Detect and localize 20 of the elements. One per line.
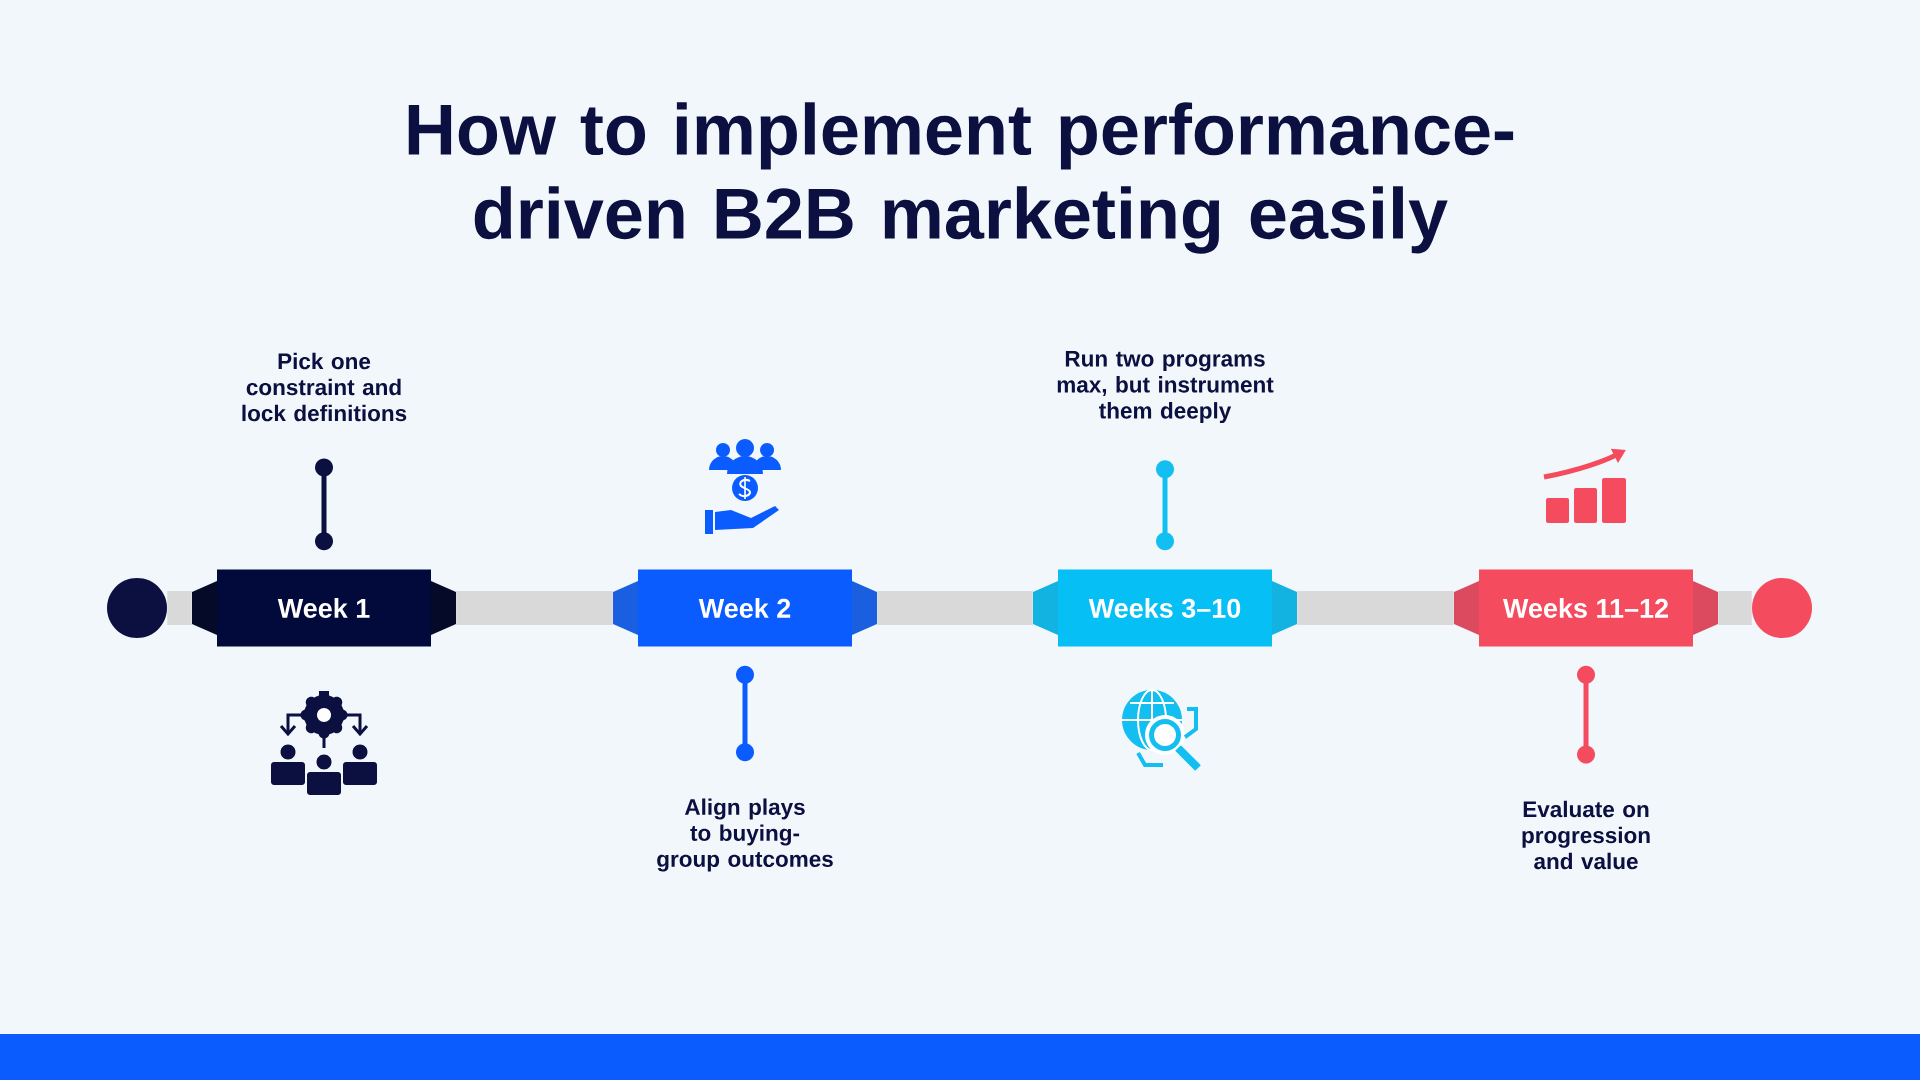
pin-line bbox=[736, 665, 754, 762]
timeline-track bbox=[456, 591, 613, 625]
end-dot bbox=[107, 578, 167, 638]
timeline-track bbox=[1297, 591, 1454, 625]
pin-line bbox=[1577, 665, 1595, 764]
end-dot bbox=[1752, 578, 1812, 638]
step-note: Run two programs max, but instrument them deeply bbox=[1057, 350, 1274, 424]
pin-line bbox=[315, 458, 333, 551]
week-tag: Week 1 bbox=[192, 569, 456, 647]
title: How to implement performance-driven B2B marketing easily bbox=[408, 102, 1514, 254]
week-tag: Weeks 3–10 bbox=[1033, 569, 1297, 647]
step-note: Align plays to buying-group outcomes bbox=[657, 798, 833, 872]
timeline-track bbox=[877, 591, 1033, 625]
week-tag: Week 2 bbox=[613, 569, 877, 647]
timeline-track bbox=[167, 591, 192, 625]
step-note: Evaluate on progression and value bbox=[1522, 800, 1650, 870]
timeline-track bbox=[1718, 591, 1752, 625]
week-tag: Weeks 11–12 bbox=[1454, 569, 1718, 647]
pin-line bbox=[1156, 460, 1174, 551]
step-note: Pick one constraint and lock definitions bbox=[242, 352, 407, 422]
